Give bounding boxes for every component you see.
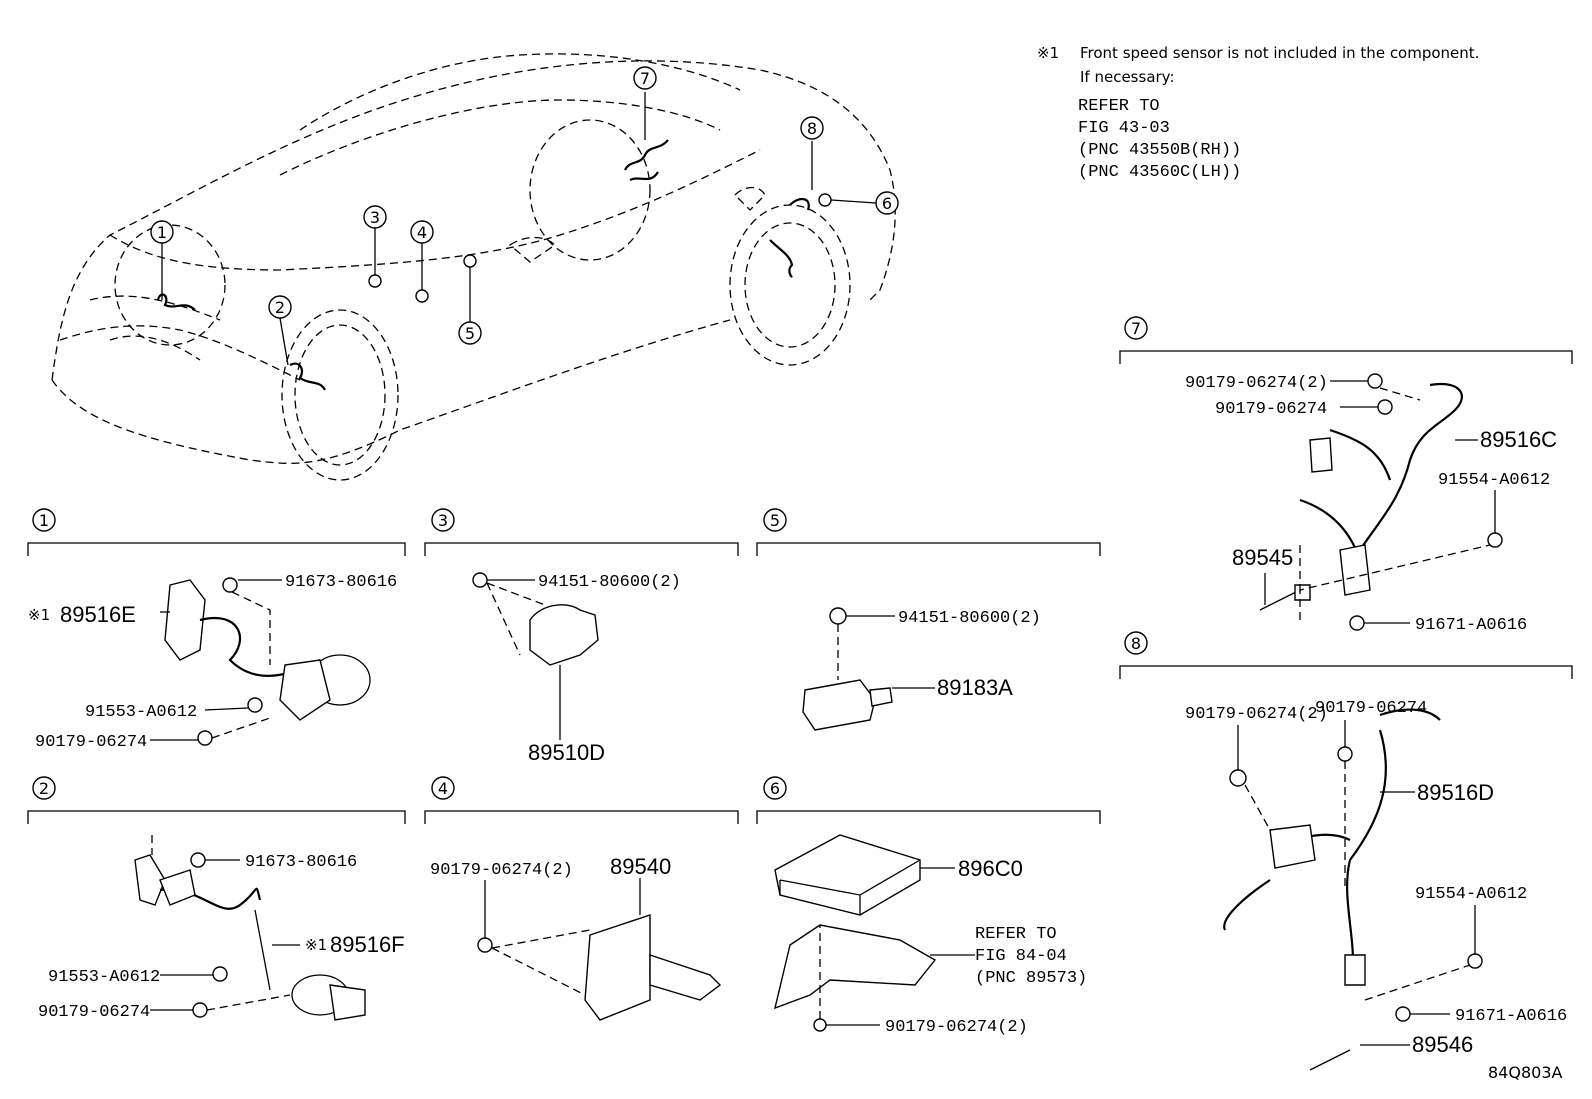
section-1: 1 91673-80616 ※1 89516E 91553-A0612 9017…	[27, 508, 406, 752]
section-5: 5 94151-80600(2) 89183A	[756, 508, 1101, 731]
footnote: ※1 Front speed sensor is not included in…	[1037, 44, 1479, 182]
section-3-num: 3	[438, 511, 448, 530]
car-illustration: 1 2 3 4 5 6 7 8	[51, 53, 899, 481]
part-89516E: 89516E	[60, 602, 136, 627]
s6-refer: REFER TO	[975, 925, 1057, 944]
part-89183A: 89183A	[937, 675, 1013, 700]
part-91553-A0612-2: 91553-A0612	[48, 968, 160, 987]
part-896C0: 896C0	[958, 856, 1023, 881]
footnote-ref: ※1	[28, 606, 50, 624]
footnote-line1: Front speed sensor is not included in th…	[1080, 44, 1479, 62]
car-callout-2-num: 2	[275, 298, 285, 317]
component-4-marker	[415, 289, 429, 303]
car-callout-7-num: 7	[640, 69, 650, 88]
car-callout-1	[150, 220, 174, 244]
part-90179-06274-s8b: 90179-06274(2)	[1185, 705, 1328, 724]
section-2-num: 2	[39, 779, 49, 798]
section-3: 3 94151-80600(2) 89510D	[424, 508, 739, 765]
footnote-refer: REFER TO	[1078, 97, 1160, 116]
footnote-fig: FIG 43-03	[1078, 119, 1170, 138]
part-89540: 89540	[610, 854, 671, 879]
part-90179-06274-s7a: 90179-06274(2)	[1185, 374, 1328, 393]
part-90179-06274-s6: 90179-06274(2)	[885, 1018, 1028, 1037]
part-89545: 89545	[1232, 545, 1293, 570]
part-91671-A0616-s8: 91671-A0616	[1455, 1007, 1567, 1026]
section-6-num: 6	[770, 779, 780, 798]
car-callout-6-num: 6	[882, 194, 892, 213]
part-89516D: 89516D	[1417, 780, 1494, 805]
part-90179-06274-2: 90179-06274	[38, 1003, 150, 1022]
component-3-marker	[368, 274, 382, 288]
car-callout-3-num: 3	[370, 208, 380, 227]
footnote-pnc2: (PNC 43560C(LH))	[1078, 163, 1241, 182]
footnote-ref-2: ※1	[305, 936, 327, 954]
part-90179-06274-s8a: 90179-06274	[1315, 699, 1427, 718]
part-89546: 89546	[1412, 1032, 1473, 1057]
part-90179-06274: 90179-06274	[35, 733, 147, 752]
section-6: 6 896C0 REFER TO FIG 84-04 (PNC 89573) 9…	[756, 776, 1101, 1037]
s6-pnc: (PNC 89573)	[975, 969, 1087, 988]
part-91554-A0612: 91554-A0612	[1438, 471, 1550, 490]
car-callout-8	[800, 116, 824, 140]
car-callout-3	[363, 205, 387, 229]
part-91673-80616: 91673-80616	[285, 573, 397, 592]
car-callout-6	[875, 191, 899, 215]
component-6-marker	[818, 193, 832, 207]
s6-fig: FIG 84-04	[975, 947, 1067, 966]
section-2: 2 91673-80616 ※1 89516F 91553-A0612 9017…	[27, 776, 406, 1022]
car-callout-2	[268, 295, 292, 319]
footnote-mark: ※1	[1037, 44, 1059, 62]
part-94151-80600: 94151-80600(2)	[538, 573, 681, 592]
section-4: 4 90179-06274(2) 89540	[424, 776, 739, 1021]
part-89516C: 89516C	[1480, 427, 1557, 452]
part-89510D: 89510D	[528, 740, 605, 765]
section-4-num: 4	[438, 779, 448, 798]
car-callout-4	[410, 220, 434, 244]
section-8-num: 8	[1131, 634, 1141, 653]
figure-id: 84Q803A	[1488, 1063, 1562, 1082]
section-1-num: 1	[39, 511, 49, 530]
part-90179-06274-s4: 90179-06274(2)	[430, 861, 573, 880]
part-91553-A0612: 91553-A0612	[85, 703, 197, 722]
part-91554-A0612-s8: 91554-A0612	[1415, 885, 1527, 904]
car-callout-5-num: 5	[465, 324, 475, 343]
section-7: 7 90179-06274(2) 90179-06274 89516C 9155…	[1119, 316, 1573, 635]
car-callout-7	[633, 66, 657, 90]
section-7-num: 7	[1131, 319, 1141, 338]
section-8: 8 90179-06274 90179-06274(2) 89516D 9155…	[1119, 631, 1573, 1071]
section-5-num: 5	[770, 511, 780, 530]
part-89516F: 89516F	[330, 932, 405, 957]
part-91673-80616-2: 91673-80616	[245, 853, 357, 872]
part-90179-06274-s7b: 90179-06274	[1215, 400, 1327, 419]
car-callout-8-num: 8	[807, 119, 817, 138]
component-5-marker	[463, 254, 477, 268]
footnote-pnc1: (PNC 43550B(RH))	[1078, 141, 1241, 160]
car-callout-4-num: 4	[417, 223, 427, 242]
part-91671-A0616: 91671-A0616	[1415, 616, 1527, 635]
part-94151-80600-s5: 94151-80600(2)	[898, 609, 1041, 628]
car-callout-1-num: 1	[157, 223, 167, 242]
footnote-line2: If necessary:	[1080, 68, 1175, 86]
car-callout-5	[458, 321, 482, 345]
